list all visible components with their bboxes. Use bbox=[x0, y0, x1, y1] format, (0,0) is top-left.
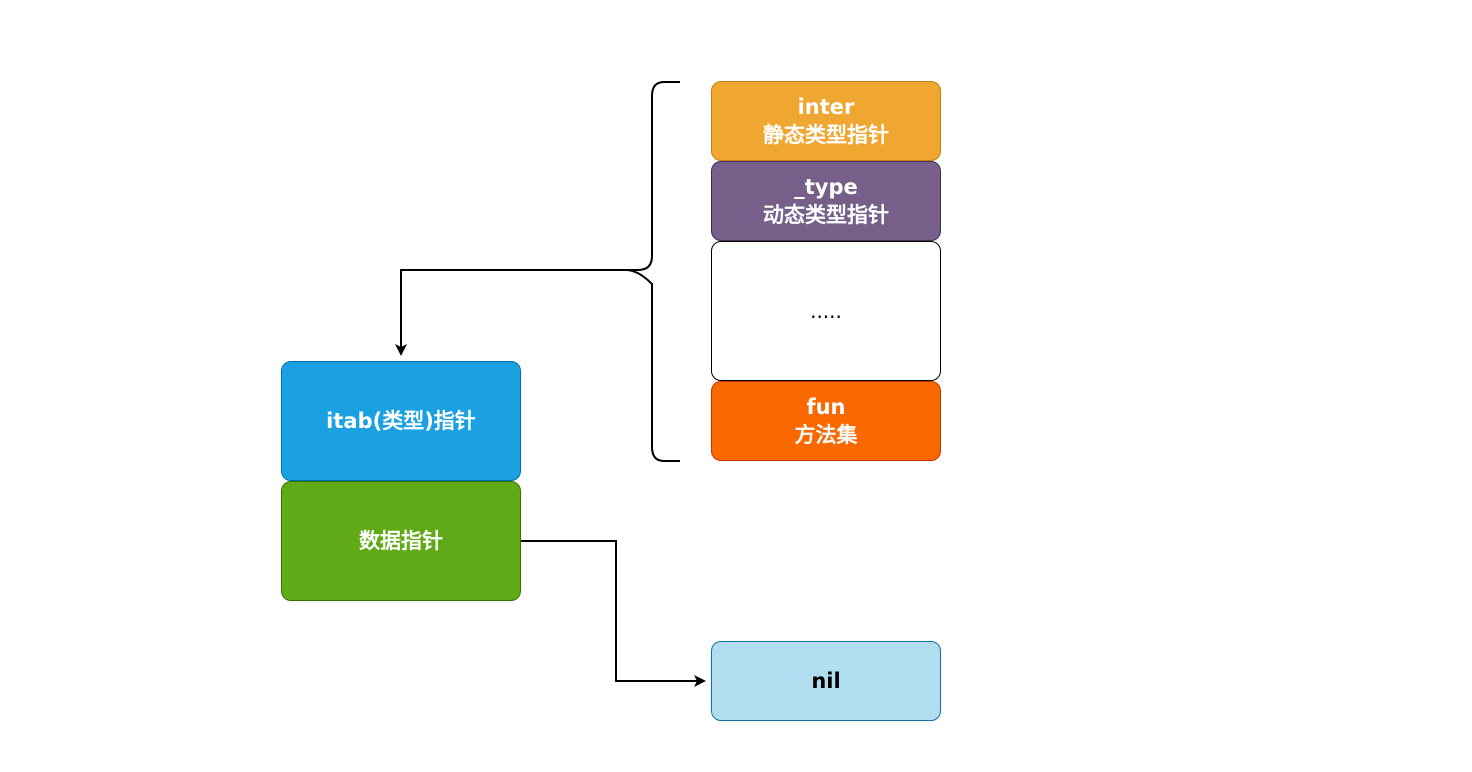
data-pointer-label: 数据指针 bbox=[359, 529, 443, 553]
inter-field-box: inter 静态类型指针 bbox=[711, 81, 941, 161]
type-field-name: _type bbox=[794, 175, 858, 199]
curly-brace bbox=[625, 81, 680, 462]
type-field-desc: 动态类型指针 bbox=[763, 203, 889, 227]
nil-box: nil bbox=[711, 641, 941, 721]
inter-field-desc: 静态类型指针 bbox=[763, 123, 889, 147]
data-to-nil-arrow bbox=[521, 540, 706, 687]
type-field-box: _type 动态类型指针 bbox=[711, 161, 941, 241]
nil-label: nil bbox=[811, 669, 841, 693]
itab-pointer-label: itab(类型)指针 bbox=[326, 409, 476, 433]
inter-field-name: inter bbox=[797, 95, 855, 119]
ellipsis-field-box: ..... bbox=[711, 241, 941, 381]
fun-field-box: fun 方法集 bbox=[711, 381, 941, 461]
itab-pointer-box: itab(类型)指针 bbox=[281, 361, 521, 481]
fun-field-desc: 方法集 bbox=[794, 423, 858, 447]
data-pointer-box: 数据指针 bbox=[281, 481, 521, 601]
fun-field-name: fun bbox=[806, 395, 846, 419]
brace-to-itab-arrow bbox=[395, 269, 626, 356]
ellipsis-label: ..... bbox=[810, 299, 842, 323]
